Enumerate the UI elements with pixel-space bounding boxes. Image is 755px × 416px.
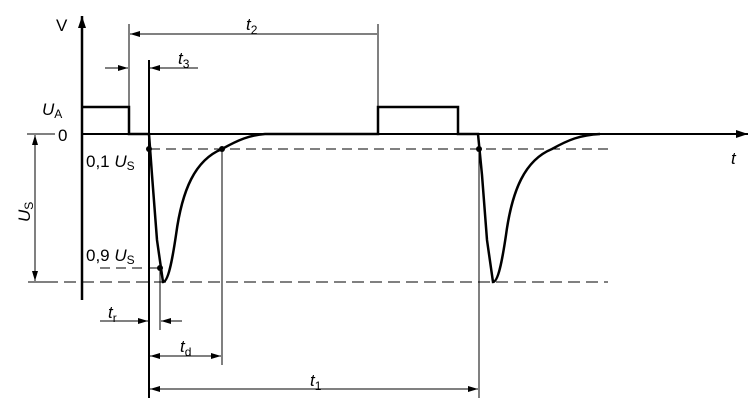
x-axis-label: t — [731, 149, 737, 168]
label-t1: t1 — [310, 371, 322, 393]
extension-lines — [128, 24, 480, 398]
zero-label: 0 — [58, 126, 67, 145]
y-unit-label: V — [56, 16, 68, 35]
label-us10: 0,1 US — [86, 152, 135, 173]
label-td: td — [180, 337, 191, 359]
label-t2: t2 — [246, 15, 258, 37]
label-ua: UA — [42, 100, 62, 121]
signal-waveform — [82, 105, 601, 284]
label-us: US — [15, 202, 36, 222]
label-us90: 0,9 US — [86, 246, 135, 267]
label-tr: tr — [108, 303, 117, 325]
label-t3: t3 — [178, 49, 190, 71]
